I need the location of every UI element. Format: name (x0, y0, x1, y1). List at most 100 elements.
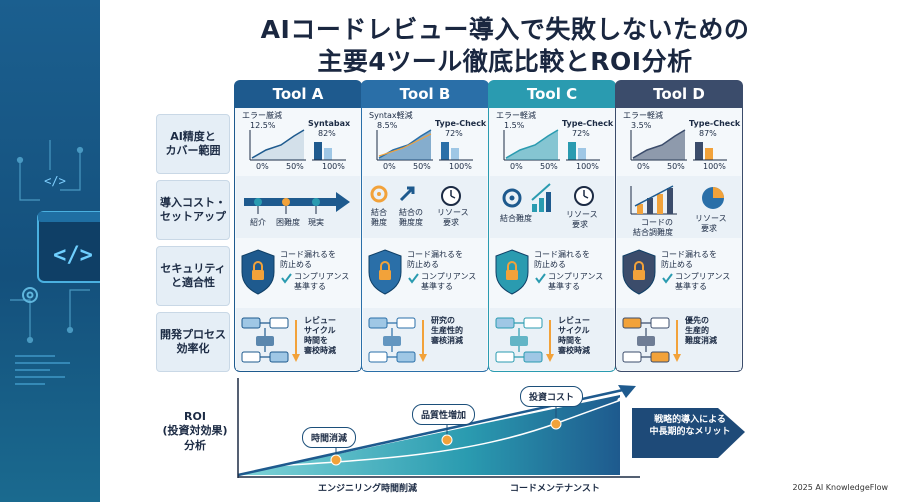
process-cell: レビューサイクル時間を審校時減 (236, 308, 360, 370)
accuracy-right-label: Type-Check (689, 119, 741, 128)
setup-label: 要求 (701, 224, 717, 233)
callout-investment-cost: 投資コスト (520, 386, 584, 407)
circuit-decoration: </> </> (10, 140, 100, 385)
accuracy-left-label: エラー厳減 (242, 111, 282, 120)
setup-label: 結合 (371, 208, 387, 217)
process-text: 難度消減 (685, 336, 717, 345)
setup-label: 難度 (371, 218, 387, 227)
svg-text:</>: </> (53, 243, 93, 268)
process-text: 審校時減 (558, 346, 590, 355)
accuracy-left-label: Syntax軽減 (369, 111, 413, 120)
tick-label: 50% (286, 162, 304, 171)
process-text: 生産的 (685, 326, 709, 335)
process-text: 時間を (558, 336, 582, 345)
process-text: 生産性的 (431, 326, 463, 335)
accuracy-right-value: 87% (699, 129, 717, 138)
arrow-head (618, 385, 636, 398)
security-check-text: 基準する (421, 282, 453, 291)
process-cell: 研究の生産性的審核消減 (363, 308, 487, 370)
accuracy-right-value: 72% (445, 129, 463, 138)
row-label-accuracy: AI精度と カバー範囲 (156, 114, 230, 174)
security-cell: コード漏れるを防止めるコンプリアンス基準する (236, 242, 360, 304)
setup-label: 結合の (399, 208, 423, 217)
security-text: コード漏れるを (280, 250, 336, 259)
security-check-text: コンプリアンス (548, 272, 604, 281)
process-cell: レビューサイクル時間を審校時減 (490, 308, 614, 370)
process-text: 研究の (431, 316, 455, 325)
setup-illustration (244, 192, 350, 214)
process-text: サイクル (304, 326, 336, 335)
left-decor-panel: </> </> (0, 0, 100, 502)
roi-point-2 (441, 434, 453, 446)
row-label-security: セキュリティ と適合性 (156, 246, 230, 306)
tool-header-2: Tool C (488, 80, 616, 108)
setup-label: リソース (437, 208, 469, 217)
security-check-text: 基準する (675, 282, 707, 291)
tool-header-0: Tool A (234, 80, 362, 108)
copyright: 2025 AI KnowledgeFlow (792, 483, 888, 492)
callout-quality-increase: 品質性増加 (412, 404, 476, 425)
accuracy-left-label: エラー軽減 (496, 111, 536, 120)
security-text: 防止める (534, 260, 566, 269)
svg-text:</>: </> (44, 174, 66, 188)
accuracy-right-value: 72% (572, 129, 590, 138)
process-text: レビュー (558, 316, 590, 325)
tick-label: 0% (383, 162, 396, 171)
process-text: 優先の (685, 316, 709, 325)
accuracy-right-value: 82% (318, 129, 336, 138)
row-label-setup: 導入コスト・ セットアップ (156, 180, 230, 240)
tick-label: 0% (637, 162, 650, 171)
gear-icon (22, 287, 38, 303)
security-check-text: コンプリアンス (675, 272, 731, 281)
tick-label: 100% (703, 162, 726, 171)
security-text: コード漏れるを (407, 250, 463, 259)
accuracy-left-value: 1.5% (504, 121, 525, 130)
shield-lock-icon (495, 249, 546, 295)
setup-cell: 結合難度結合の難度度リソース要求 (363, 176, 487, 238)
tick-label: 100% (322, 162, 345, 171)
security-check-text: コンプリアンス (294, 272, 350, 281)
process-flow-icon (495, 317, 554, 363)
security-text: 防止める (407, 260, 439, 269)
setup-label: リソース (695, 214, 727, 223)
shield-lock-icon (368, 249, 419, 295)
process-cell: 優先の生産的難度消減 (617, 308, 741, 370)
setup-cell: コードの結合調難度 リソース要求 (617, 176, 741, 238)
setup-label: 現実 (308, 218, 324, 227)
roi-point-1 (330, 454, 342, 466)
setup-label: 困難度 (276, 218, 300, 227)
accuracy-left-value: 12.5% (250, 121, 276, 130)
setup-illustration (630, 185, 724, 215)
setup-label: コードの (641, 218, 673, 227)
setup-label: 結合調難度 (633, 228, 673, 237)
security-text: 防止める (280, 260, 312, 269)
process-text: 時間を (304, 336, 328, 345)
shield-lock-icon (622, 249, 673, 295)
security-cell: コード漏れるを防止めるコンプリアンス基準する (617, 242, 741, 304)
accuracy-right-label: Type-Check (435, 119, 487, 128)
security-text: 防止める (661, 260, 693, 269)
setup-illustration (502, 183, 594, 212)
roi-label: ROI (投資対効果) 分析 (162, 410, 228, 452)
accuracy-left-value: 8.5% (377, 121, 398, 130)
setup-label: 難度度 (399, 218, 423, 227)
strategic-benefit-text: 戦略的導入による 中長期的なメリット (649, 415, 731, 437)
security-check-text: コンプリアンス (421, 272, 477, 281)
process-flow-icon (622, 317, 681, 363)
tick-label: 100% (449, 162, 472, 171)
accuracy-right-label: Syntabax (308, 119, 351, 128)
shield-lock-icon (241, 249, 292, 295)
accuracy-mini-chart (503, 129, 600, 161)
tick-label: 0% (256, 162, 269, 171)
x-label-engineering: エンジニリング時間削減 (318, 484, 418, 494)
roi-point-3 (550, 418, 562, 430)
process-text: レビュー (304, 316, 336, 325)
tool-header-3: Tool D (615, 80, 743, 108)
